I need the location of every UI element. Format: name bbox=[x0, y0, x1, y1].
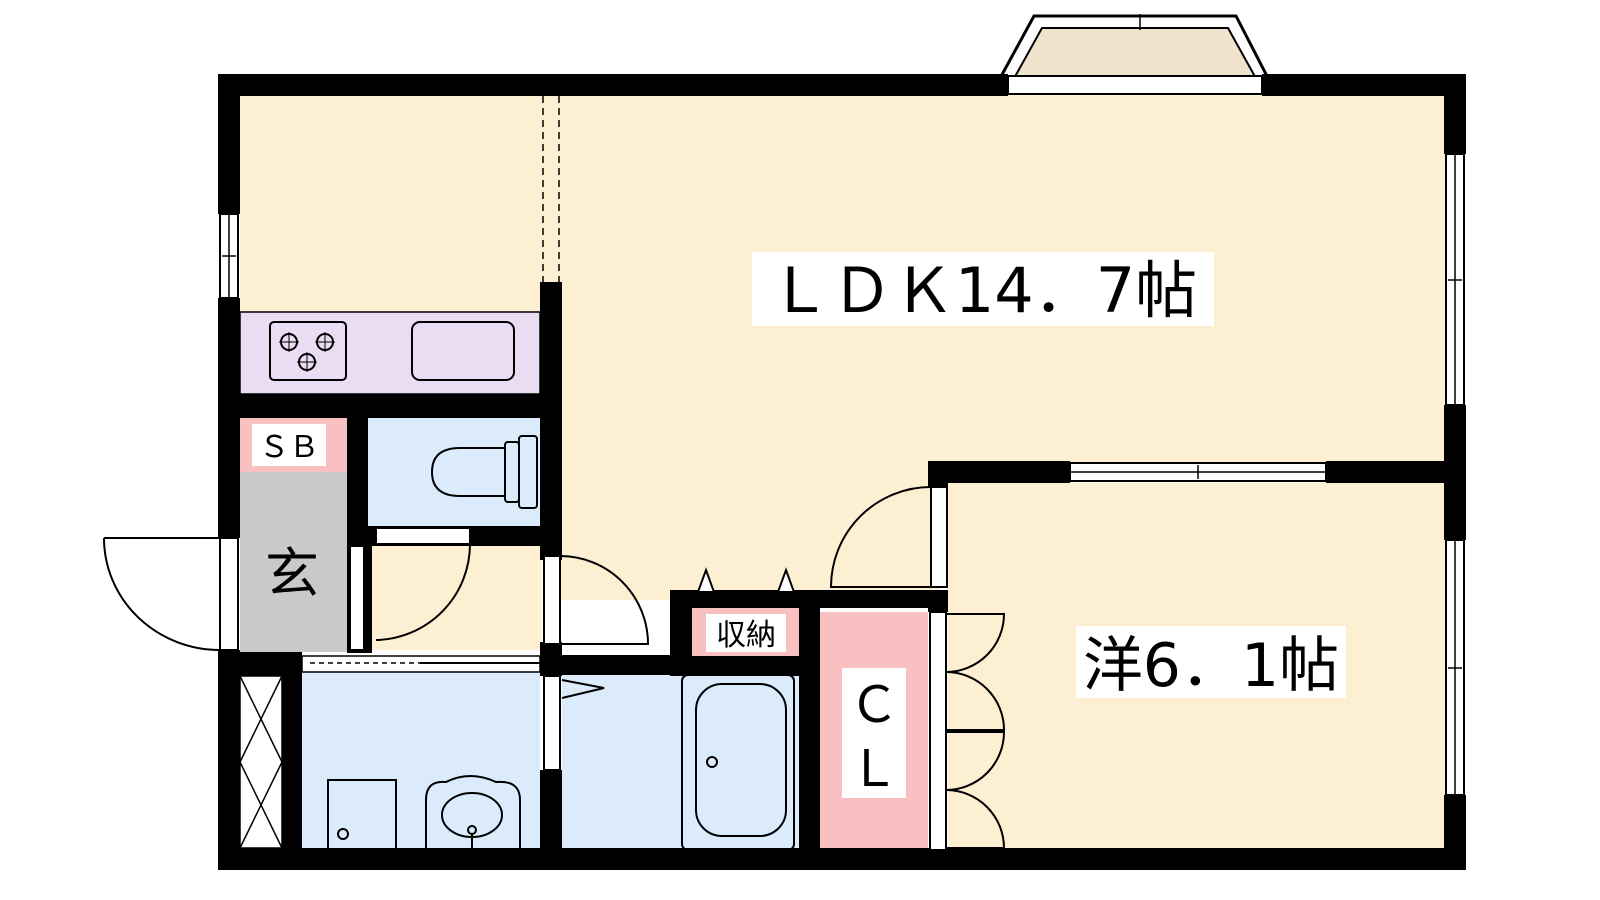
hall-door[interactable] bbox=[349, 545, 365, 651]
western-room-label-bg bbox=[1076, 626, 1346, 698]
ldk-door-swing bbox=[559, 555, 650, 645]
outdoor-storage-diag-b bbox=[239, 675, 283, 763]
closet-label-bg bbox=[842, 668, 906, 798]
wall-top-right bbox=[1262, 74, 1466, 96]
toilet-fixture bbox=[430, 435, 538, 509]
ldk-door[interactable] bbox=[543, 555, 650, 645]
ldk-floor-lower bbox=[560, 460, 940, 600]
wall-toilet-left bbox=[347, 418, 368, 546]
wall-storage-left bbox=[670, 590, 692, 676]
closet-door-swing-1 bbox=[945, 613, 1006, 673]
washroom-sliding-door[interactable] bbox=[301, 655, 541, 673]
wall-left-mid bbox=[218, 298, 240, 538]
interior-walls bbox=[240, 282, 1466, 850]
toilet-floor bbox=[368, 418, 540, 526]
storage-door-right bbox=[776, 567, 796, 593]
floor-fills bbox=[239, 95, 1445, 850]
windows bbox=[219, 75, 1465, 796]
bathtub-icon bbox=[695, 683, 787, 837]
kitchen-divider bbox=[542, 96, 560, 282]
closet-label-c: Ｃ bbox=[849, 676, 899, 734]
wall-left-top bbox=[218, 74, 240, 214]
wall-storage-right bbox=[799, 590, 820, 850]
kitchen-fixtures bbox=[269, 321, 515, 381]
ldk-door-leaf bbox=[543, 555, 561, 645]
wall-closet-right bbox=[928, 590, 948, 612]
wall-left-bottom bbox=[218, 650, 240, 870]
western-room-door-leaf bbox=[930, 486, 948, 588]
wall-room-top-left bbox=[928, 461, 1070, 483]
kitchen-sink bbox=[411, 321, 515, 381]
bathroom-fixtures bbox=[561, 674, 795, 851]
bath-door[interactable] bbox=[543, 675, 561, 771]
ldk-label: ＬＤＫ14．7帖 bbox=[769, 254, 1197, 327]
doors[interactable] bbox=[103, 486, 1006, 851]
washing-machine-pan bbox=[327, 779, 397, 851]
bath-door-leaf bbox=[543, 675, 561, 771]
wall-room-top-right bbox=[1326, 461, 1466, 483]
storage-label-bg bbox=[706, 614, 786, 652]
hall-floor bbox=[372, 545, 542, 650]
toilet-door-leaf bbox=[375, 527, 471, 545]
closet-label-l: Ｌ bbox=[849, 740, 899, 798]
washroom-floor bbox=[302, 672, 540, 850]
outdoor-storage-diag-d bbox=[239, 761, 283, 849]
outer-walls bbox=[218, 74, 1466, 870]
stove bbox=[269, 321, 347, 381]
closet-door-swing-4 bbox=[945, 789, 1006, 849]
western-room-label: 洋6．1帖 bbox=[1083, 631, 1339, 701]
washbasin bbox=[425, 775, 521, 850]
front-door-leaf bbox=[219, 537, 239, 651]
outdoor-storage-cross bbox=[239, 675, 283, 849]
entrance-floor bbox=[240, 472, 347, 652]
wall-bottom bbox=[218, 848, 1466, 870]
bay-window-floor bbox=[1012, 28, 1258, 82]
western-room-door[interactable] bbox=[829, 486, 948, 588]
drain-icon bbox=[337, 828, 349, 840]
wall-bath-top bbox=[540, 655, 670, 675]
closet-door-track bbox=[929, 611, 947, 851]
shower-faucet bbox=[561, 679, 605, 699]
wall-storage-bottom bbox=[670, 656, 800, 676]
closet-door-swing-2 bbox=[945, 671, 1006, 731]
storage-door-left bbox=[696, 567, 716, 593]
wall-kitchen-bottom bbox=[240, 394, 562, 418]
wall-wash-left bbox=[282, 652, 302, 850]
toilet-door[interactable] bbox=[375, 527, 471, 641]
bathtub-drain-icon bbox=[706, 756, 718, 768]
closet-door-swing-3 bbox=[945, 731, 1006, 791]
kitchen-counter bbox=[239, 311, 541, 395]
storage-label: 収納 bbox=[716, 618, 776, 653]
wall-room-left-post bbox=[928, 461, 948, 487]
washroom-fixtures bbox=[327, 775, 521, 851]
hall-door-leaf bbox=[349, 545, 365, 651]
toilet-door-swing bbox=[375, 543, 471, 641]
wall-top-left bbox=[218, 74, 1008, 96]
closet-doors[interactable] bbox=[929, 611, 1006, 851]
bay-window-opening bbox=[1007, 75, 1263, 95]
western-room-door-swing bbox=[829, 486, 932, 588]
bay-window-frame-inner bbox=[1011, 27, 1259, 83]
bay-window bbox=[996, 14, 1272, 83]
toilet-bowl-icon bbox=[430, 447, 506, 497]
room-labels: ＬＤＫ14．7帖 洋6．1帖 玄 ＳＢ 収納 Ｃ Ｌ bbox=[252, 252, 1346, 798]
shoe-box-label: ＳＢ bbox=[259, 430, 319, 465]
bathtub-frame bbox=[681, 674, 795, 851]
storage-doors[interactable] bbox=[696, 567, 796, 593]
window-mullions bbox=[222, 154, 1462, 795]
bay-window-frame bbox=[996, 14, 1272, 83]
outdoor-storage bbox=[240, 675, 282, 850]
ldk-label-bg bbox=[752, 252, 1214, 326]
front-door[interactable] bbox=[103, 537, 239, 651]
toilet-tank-back bbox=[518, 435, 538, 509]
shoe-box-label-bg bbox=[252, 424, 326, 466]
wall-wash-bath-divider bbox=[540, 770, 562, 850]
front-door-swing bbox=[103, 537, 221, 651]
interior-window bbox=[1069, 462, 1327, 482]
wall-right-top bbox=[1444, 74, 1466, 154]
entrance-label: 玄 bbox=[265, 542, 319, 605]
